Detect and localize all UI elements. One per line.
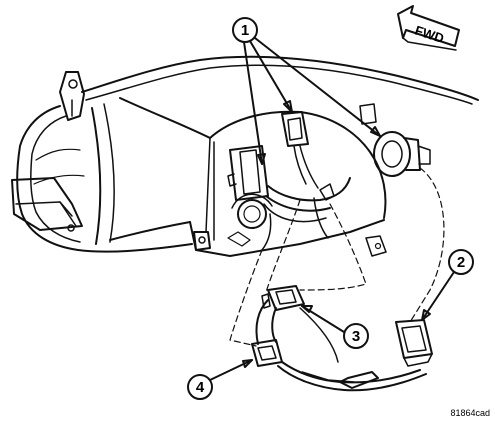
callout-3-label: 3 [352, 328, 360, 345]
callout-2: 2 [421, 249, 474, 321]
connector-4 [251, 339, 283, 367]
routing-lines [229, 167, 445, 347]
fwd-arrow: FWD [397, 5, 460, 51]
callout-2-label: 2 [457, 254, 465, 271]
callout-4-label: 4 [196, 379, 205, 396]
callout-4: 4 [187, 359, 253, 400]
external-harness [255, 299, 427, 392]
fwd-label: FWD [413, 23, 446, 46]
connector-2 [395, 319, 433, 367]
high-beam-socket [281, 111, 319, 189]
low-beam-socket [227, 145, 273, 229]
callout-1-label: 1 [241, 22, 249, 39]
figure-id: 81864cad [450, 408, 490, 418]
callout-3: 3 [301, 305, 369, 349]
callout-1: 1 [232, 17, 381, 165]
turn-signal-socket [373, 131, 431, 177]
headlamp-housing [11, 55, 479, 257]
internal-harness [227, 177, 351, 251]
connector-3 [261, 285, 305, 311]
